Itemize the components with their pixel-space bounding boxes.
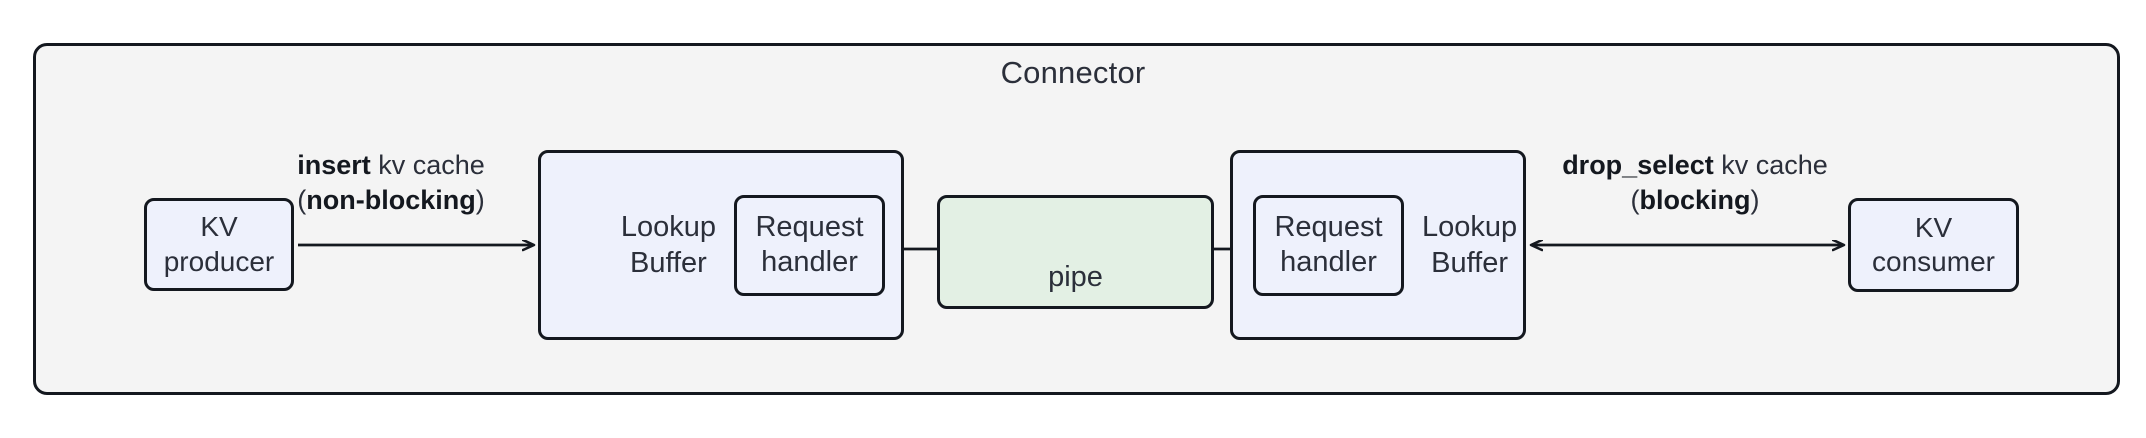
edge-label-drop-select-rest: kv cache xyxy=(1713,150,1828,180)
node-kv-producer[interactable]: KV producer xyxy=(144,198,294,291)
edge-label-insert-bold: insert xyxy=(297,150,371,180)
edge-label-drop-select-line1: drop_select kv cache xyxy=(1530,148,1860,183)
node-pipe[interactable]: pipe xyxy=(937,195,1214,309)
edge-label-insert-line1: insert kv cache xyxy=(266,148,516,183)
node-lookup-buffer-right-label: Lookup Buffer xyxy=(1422,210,1518,279)
edge-label-insert-line2: (non-blocking) xyxy=(266,183,516,218)
edge-label-insert-paren-open: ( xyxy=(297,185,307,216)
edge-label-drop-select-mode: blocking xyxy=(1639,185,1751,216)
edge-label-insert: insert kv cache (non-blocking) xyxy=(266,148,516,218)
edge-label-drop-select-paren-open: ( xyxy=(1630,185,1640,216)
edge-label-drop-select-bold: drop_select xyxy=(1562,150,1714,180)
edge-label-drop-select-paren-close: ) xyxy=(1750,185,1760,216)
edge-label-insert-rest: kv cache xyxy=(370,150,485,180)
node-kv-consumer[interactable]: KV consumer xyxy=(1848,198,2019,292)
edge-label-insert-paren-close: ) xyxy=(475,185,485,216)
edge-label-drop-select-line2: (blocking) xyxy=(1530,183,1860,218)
connector-title: Connector xyxy=(1000,55,1146,90)
node-lookup-buffer-left-label: Lookup Buffer xyxy=(620,210,716,279)
node-request-handler-left[interactable]: Request handler xyxy=(734,194,885,296)
node-request-handler-right[interactable]: Request handler xyxy=(1253,194,1404,296)
node-kv-producer-label: KV producer xyxy=(163,211,275,277)
edge-label-insert-mode: non-blocking xyxy=(306,185,476,216)
node-lookup-buffer-left[interactable]: Lookup Buffer Request handler xyxy=(538,150,904,340)
node-pipe-label: pipe xyxy=(1048,261,1103,293)
node-lookup-buffer-right[interactable]: Lookup Buffer Request handler xyxy=(1230,150,1526,340)
node-kv-consumer-label: KV consumer xyxy=(1872,211,1995,277)
edge-label-drop-select: drop_select kv cache (blocking) xyxy=(1530,148,1860,218)
